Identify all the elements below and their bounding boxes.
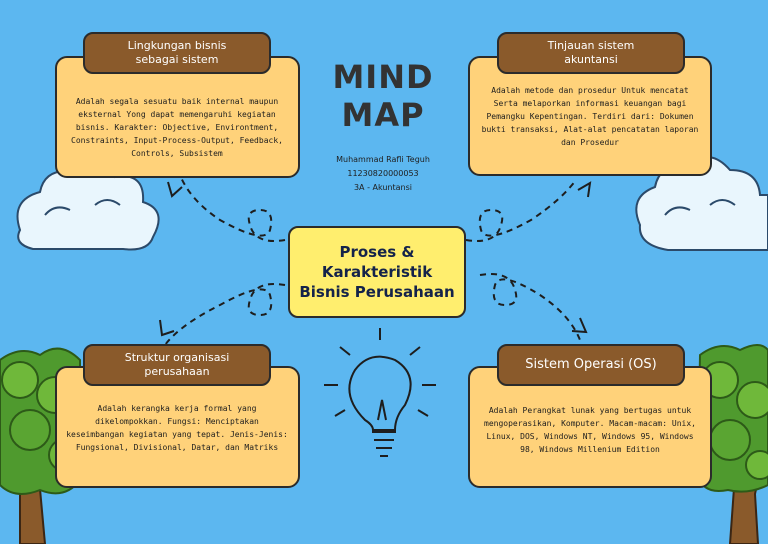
node-title-os: Sistem Operasi (OS)	[497, 344, 685, 386]
node-title-environment: Lingkungan bisnis sebagai sistem	[83, 32, 271, 74]
cloud-icon	[16, 162, 160, 251]
node-card-environment	[55, 56, 300, 178]
student-id: 11230820000053	[347, 169, 419, 178]
node-body-environment: Adalah segala sesuatu baik internal maup…	[71, 97, 283, 158]
node-card-accounting	[468, 56, 712, 176]
cloud-icon	[635, 156, 768, 251]
page-title: MIND MAP	[332, 58, 434, 134]
node-title-organization: Struktur organisasi perusahaan	[83, 344, 271, 386]
dashed-arrow-icon	[164, 283, 286, 346]
node-body-os: Adalah Perangkat lunak yang bertugas unt…	[484, 406, 696, 454]
tree-icon	[696, 344, 768, 544]
node-card-organization	[55, 366, 300, 488]
author-name: Muhammad Rafli Teguh	[336, 155, 430, 164]
class-label: 3A - Akuntansi	[353, 183, 413, 192]
node-body-accounting: Adalah metode dan prosedur Untuk mencata…	[481, 86, 699, 147]
node-card-os	[468, 366, 712, 488]
lightbulb-icon	[324, 328, 436, 457]
dashed-arrow-icon	[465, 179, 577, 242]
dashed-arrow-icon	[179, 174, 286, 242]
central-topic: Proses & Karakteristik Bisnis Perusahaan	[288, 226, 466, 318]
node-body-organization: Adalah kerangka kerja formal yang dikelo…	[66, 404, 288, 452]
dashed-arrow-icon	[479, 273, 581, 341]
node-title-accounting: Tinjauan sistem akuntansi	[497, 32, 685, 74]
